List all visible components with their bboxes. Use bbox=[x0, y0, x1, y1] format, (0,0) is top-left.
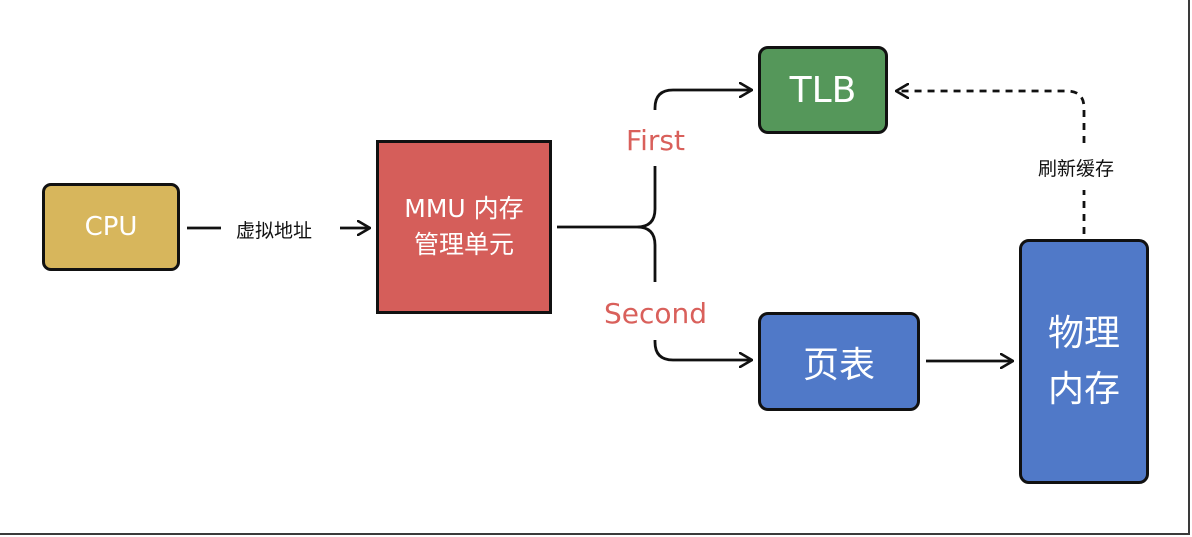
physical-memory-label-line1: 物理 bbox=[1047, 312, 1120, 354]
mmu-label-line1: MMU 内存 bbox=[404, 193, 524, 223]
virtual-address-label: 虚拟地址 bbox=[236, 220, 313, 242]
page-table-label: 页表 bbox=[802, 344, 875, 386]
edge-first-to-tlb-arrow bbox=[653, 90, 752, 110]
mmu-label-line2: 管理单元 bbox=[413, 230, 514, 259]
physical-memory-node: 物理 内存 bbox=[1019, 239, 1149, 484]
page-table-node: 页表 bbox=[758, 312, 920, 411]
second-path-label: Second bbox=[604, 297, 708, 330]
physical-memory-label-line2: 内存 bbox=[1047, 368, 1120, 410]
refresh-cache-label: 刷新缓存 bbox=[1038, 158, 1115, 180]
edge-second-to-pagetable-arrow bbox=[653, 340, 752, 360]
cpu-label: CPU bbox=[84, 212, 138, 242]
edge-refresh-dashed-arrow bbox=[896, 91, 1086, 143]
tlb-node: TLB bbox=[758, 46, 888, 134]
cpu-node: CPU bbox=[42, 183, 180, 271]
first-path-label: First bbox=[626, 124, 685, 157]
mmu-node: MMU 内存 管理单元 bbox=[376, 140, 552, 314]
tlb-label: TLB bbox=[789, 69, 857, 111]
edge-mmu-split-bracket bbox=[557, 166, 657, 282]
